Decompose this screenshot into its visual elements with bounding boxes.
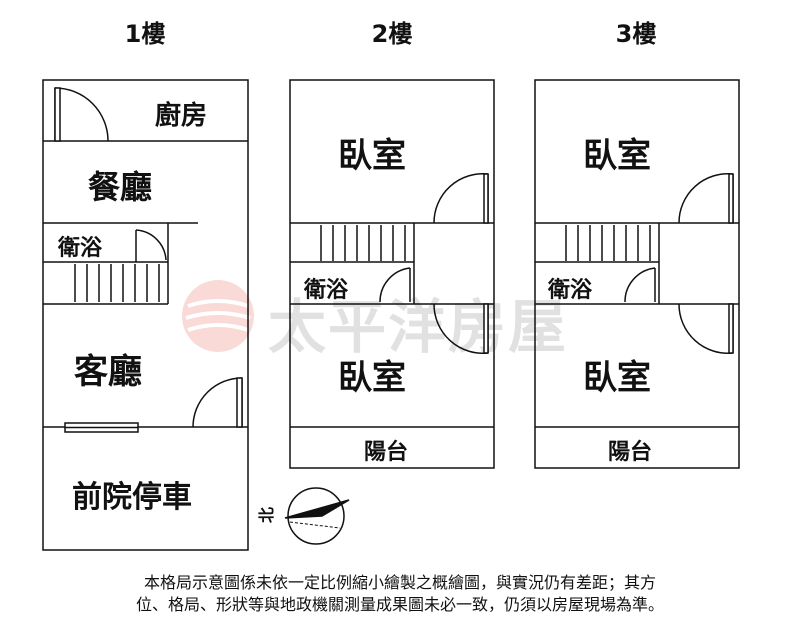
floor-2-bedroom-top-label: 臥室 [338, 136, 406, 176]
floor-2-bedroom-bottom-label: 臥室 [338, 358, 406, 398]
watermark-logo-icon [182, 280, 254, 352]
floor-1-parking-label: 前院停車 [72, 480, 192, 515]
floor-2-title: 2樓 [371, 20, 413, 48]
floor-1-bath-label: 衛浴 [58, 236, 103, 261]
floor-3-bedroom-bottom-label: 臥室 [583, 358, 651, 398]
floor-3-plan [534, 79, 740, 469]
floor-3-balcony-label: 陽台 [608, 440, 653, 465]
floor-3-stairs [565, 225, 651, 261]
compass-icon [284, 487, 350, 545]
floor-1-title: 1樓 [124, 20, 166, 48]
disclaimer-line-1: 本格局示意圖係未依一定比例縮小繪製之概繪圖，與實況仍有差距；其方 [143, 573, 656, 592]
floor-3-title: 3樓 [615, 20, 657, 48]
compass-north-label: 北 [257, 506, 277, 524]
floor-1-stairs [74, 264, 160, 302]
floor-2-plan [289, 79, 495, 469]
disclaimer-line-2: 位、格局、形狀等與地政機關測量成果圖未必一致，仍須以房屋現場為準。 [135, 595, 664, 614]
floor-1-dining-label: 餐廳 [88, 168, 153, 206]
floor-1-kitchen-label: 廚房 [155, 101, 208, 131]
floor-3-bedroom-top-label: 臥室 [583, 136, 651, 176]
floor-1-plan [42, 79, 249, 551]
floor-2-balcony-label: 陽台 [364, 440, 409, 465]
floor-2-stairs [320, 225, 406, 261]
disclaimer-text: 本格局示意圖係未依一定比例縮小繪製之概繪圖，與實況仍有差距；其方 位、格局、形狀… [30, 572, 770, 616]
floor-3-bath-label: 衛浴 [548, 278, 593, 303]
floor-1-living-label: 客廳 [74, 352, 142, 392]
floor-2-bath-label: 衛浴 [304, 278, 349, 303]
